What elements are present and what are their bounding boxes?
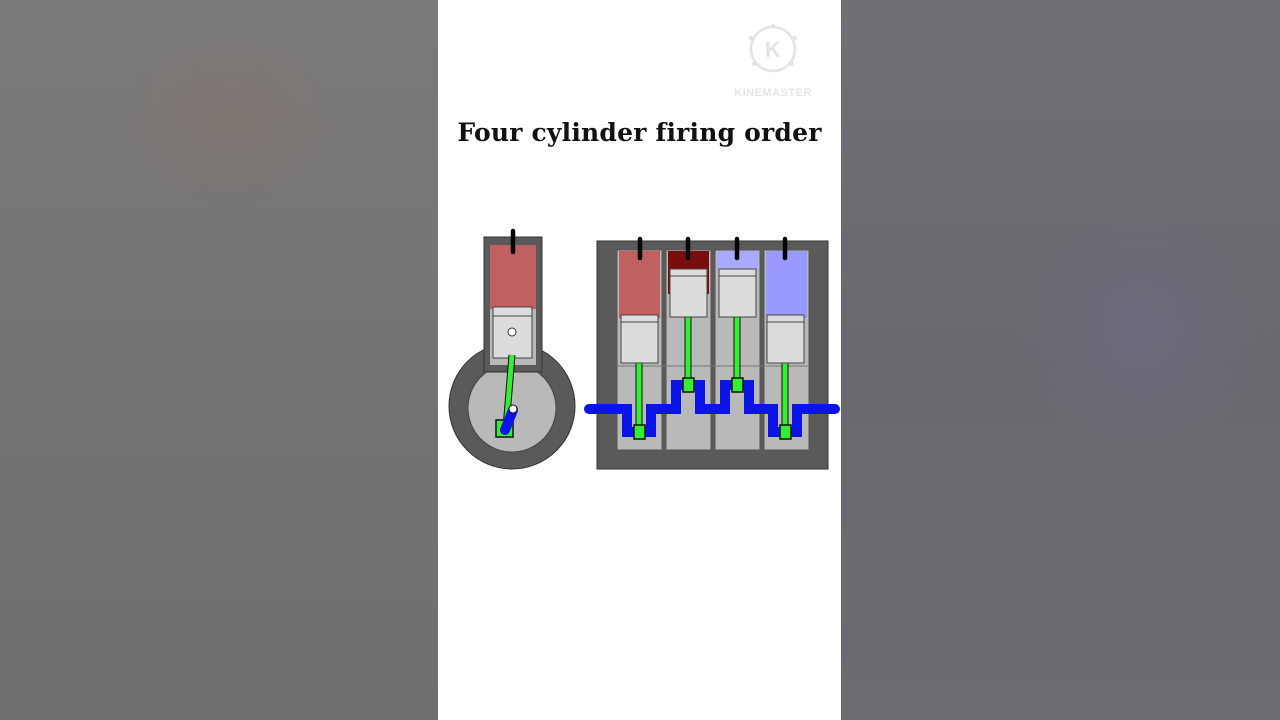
- side-crank-throw: [500, 405, 518, 435]
- inline-four-engine: [584, 236, 840, 470]
- side-crank-pin: [508, 404, 518, 414]
- kinemaster-logo-icon: K: [748, 23, 798, 73]
- piston-3: [718, 268, 757, 318]
- rod-2-big-end: [682, 377, 695, 393]
- side-chamber-power: [490, 245, 536, 309]
- rod-4-big-end: [779, 424, 792, 440]
- side-piston-pin: [507, 327, 517, 337]
- engine-diagram: [448, 228, 840, 470]
- rod-1-big-end: [633, 424, 646, 440]
- blurred-backdrop-right: [841, 0, 1280, 720]
- side-view-cylinder: [448, 228, 576, 470]
- watermark-text: KINEMASTER: [734, 87, 812, 99]
- page-title: Four cylinder firing order: [457, 118, 822, 147]
- video-frame: K KINEMASTER Four cylinder firing order: [438, 0, 841, 720]
- piston-4: [766, 314, 805, 364]
- chamber-3-compression: [717, 251, 758, 270]
- piston-1: [620, 314, 659, 364]
- chamber-1-power: [619, 251, 660, 318]
- blurred-backdrop-left: [0, 0, 438, 720]
- rod-3-big-end: [731, 377, 744, 393]
- piston-2: [669, 268, 708, 318]
- chamber-2-ignition: [668, 251, 709, 270]
- chamber-4-intake: [766, 251, 807, 318]
- crankshaft: [584, 380, 840, 437]
- kinemaster-watermark: K KINEMASTER: [734, 23, 812, 99]
- watermark-logo-letter: K: [765, 37, 781, 62]
